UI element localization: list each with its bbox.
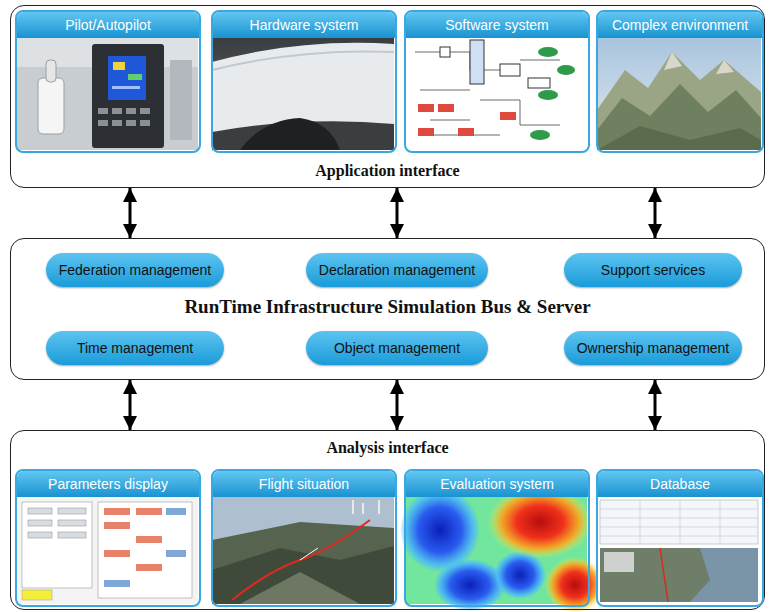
- double-arrow: [129, 380, 132, 430]
- panel-title: Flight situation: [213, 471, 395, 497]
- mountain-terrain-image: [597, 37, 761, 150]
- panel-title: Hardware system: [213, 12, 395, 38]
- module-panel: Complex environment: [596, 10, 764, 153]
- service-pill: Support services: [564, 253, 742, 287]
- double-arrow: [129, 188, 132, 238]
- service-pill: Federation management: [46, 253, 224, 287]
- pill-label: Time management: [77, 340, 193, 356]
- flight-situation-view: [212, 497, 394, 604]
- layer-band: Pilot/Autopilot Hardware system Software s…: [10, 5, 765, 188]
- double-arrow: [654, 380, 657, 430]
- pill-label: Federation management: [59, 262, 212, 278]
- service-pill: Object management: [306, 331, 488, 365]
- panel-title: Software system: [406, 12, 588, 38]
- block-diagram-screenshot: [405, 37, 587, 150]
- band-title: Application interface: [11, 162, 764, 180]
- module-panel: Evaluation system: [404, 469, 590, 607]
- pill-label: Object management: [334, 340, 460, 356]
- projection-hall-photo: [212, 37, 394, 150]
- panel-title: Evaluation system: [406, 471, 588, 497]
- module-panel: Pilot/Autopilot: [15, 10, 201, 153]
- panel-title: Complex environment: [598, 12, 762, 38]
- pill-label: Ownership management: [577, 340, 730, 356]
- panel-title: Parameters display: [17, 471, 199, 497]
- band-title: Analysis interface: [11, 439, 764, 457]
- evaluation-heatmap: [400, 486, 605, 612]
- panel-title: Database: [598, 471, 762, 497]
- service-pill: Ownership management: [564, 331, 742, 365]
- module-panel: Flight situation: [211, 469, 397, 607]
- module-panel: Database: [596, 469, 764, 607]
- cockpit-photo: [16, 37, 198, 150]
- parameter-panel-screenshot: [16, 497, 198, 604]
- double-arrow: [654, 188, 657, 238]
- band-title: RunTime Infrastructure Simulation Bus & …: [11, 296, 764, 318]
- module-panel: Hardware system: [211, 10, 397, 153]
- database-screenshot: [597, 497, 761, 604]
- layer-band: Parameters display Flight situation Evalua…: [10, 430, 765, 610]
- module-panel: Software system: [404, 10, 590, 153]
- service-pill: Declaration management: [306, 253, 488, 287]
- module-panel: Parameters display: [15, 469, 201, 607]
- double-arrow: [396, 380, 399, 430]
- pill-label: Declaration management: [319, 262, 475, 278]
- pill-label: Support services: [601, 262, 705, 278]
- panel-title: Pilot/Autopilot: [17, 12, 199, 38]
- layer-band: Federation management Declaration managem…: [10, 238, 765, 380]
- service-pill: Time management: [46, 331, 224, 365]
- double-arrow: [396, 188, 399, 238]
